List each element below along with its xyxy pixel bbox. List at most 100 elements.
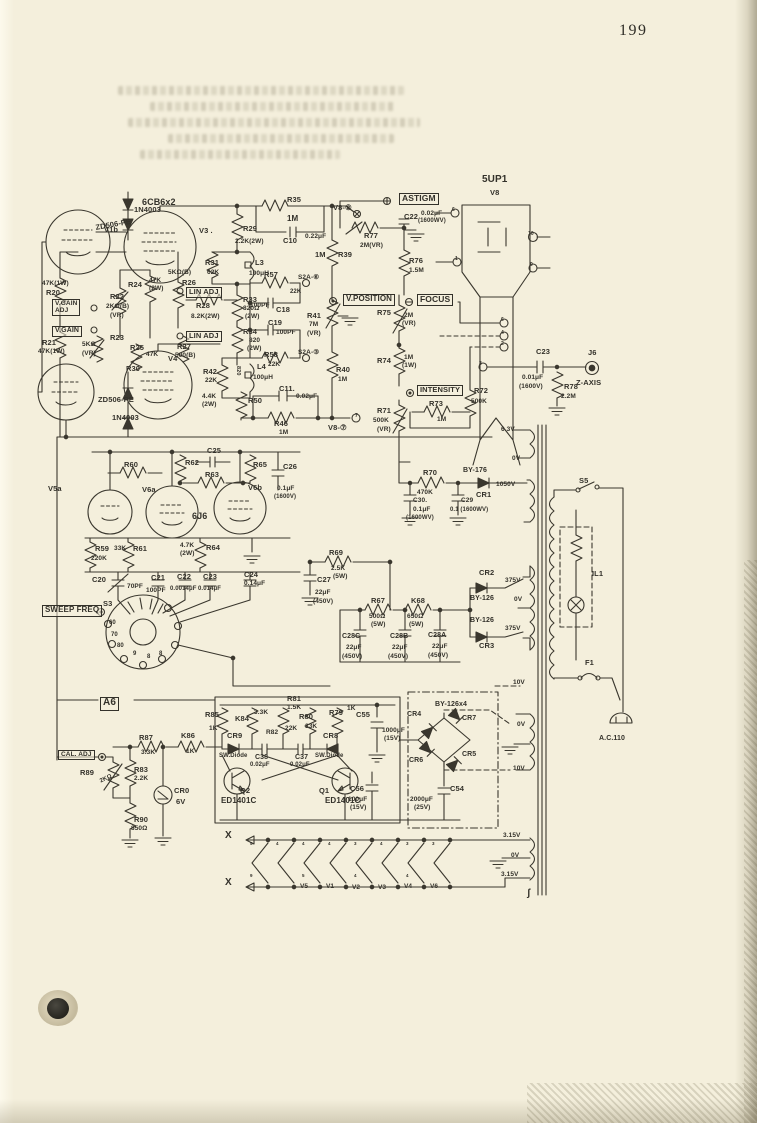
schematic-label: 8 (147, 654, 151, 660)
bleedthrough-text (168, 134, 394, 143)
schematic-label: V1 (326, 883, 335, 890)
schematic-label: C21 (151, 573, 166, 582)
schematic-label: 4 (406, 873, 409, 878)
schematic-label: 5KΩ (82, 341, 96, 348)
schematic-label: 0.02μF (250, 762, 270, 768)
schematic-label: 820 (235, 366, 241, 376)
schematic-label: V6b (248, 483, 263, 492)
schematic-label: 3 (354, 841, 357, 846)
schematic-label: R70 (423, 468, 438, 477)
schematic-label: 1M (315, 250, 326, 259)
schematic-label: BY-126 (470, 617, 494, 624)
schematic-label: 6J6 (192, 511, 208, 521)
schematic-label: C24 (244, 570, 259, 579)
schematic-label: 22μF (346, 644, 362, 651)
schematic-label: R40 (336, 365, 351, 374)
schematic-label: 9 (133, 651, 137, 657)
schematic-label: 2.2M (561, 393, 576, 400)
schematic-label: 47K(1W) (38, 348, 65, 355)
schematic-label: 2000μF (410, 796, 434, 803)
schematic-label: 80 (117, 643, 124, 649)
schematic-label: INTENSITY (417, 385, 464, 397)
schematic-label: CR1 (476, 490, 492, 499)
schematic-label: (450V) (313, 598, 334, 605)
schematic-label: (15V) (384, 735, 401, 742)
schematic-label: C37 (295, 754, 309, 761)
schematic-label: V5a (48, 484, 62, 493)
schematic-label: R67 (371, 596, 386, 605)
schematic-label: Q1 (319, 786, 330, 795)
schematic-label: 8.2K(2W) (191, 313, 220, 320)
schematic-label: 820Ω (243, 305, 260, 312)
schematic-label: 0V (511, 852, 520, 859)
schematic-label: IL1 (592, 569, 604, 578)
schematic-label: (15V) (350, 804, 367, 811)
schematic-label: 0.01μF (522, 374, 544, 381)
schematic-label: 33K (114, 545, 127, 552)
schematic-label: V8-⑧ (333, 203, 352, 212)
schematic-label: C20 (92, 575, 107, 584)
schematic-label: 0.02μF (290, 762, 310, 768)
schematic-label: 2M(VR) (360, 242, 383, 249)
schematic-label: 2 (501, 341, 504, 347)
right-page-edge (735, 0, 757, 1123)
schematic-label: 0.14μF (244, 580, 266, 587)
schematic-label: 22μF (315, 589, 331, 596)
schematic-label: 220K (91, 555, 107, 562)
schematic-label: 4 (380, 841, 383, 846)
schematic-label: 10V (513, 765, 525, 772)
schematic-label: 22K (285, 725, 298, 732)
schematic-label: CR4 (407, 711, 422, 718)
schematic-label: 100PF (276, 329, 296, 336)
schematic-label: A6 (100, 697, 119, 711)
schematic-label: R65 (253, 460, 268, 469)
schematic-label: (1600WV) (406, 515, 434, 521)
schematic-label: SWEEP FREQ (42, 605, 103, 617)
schematic-label: 62K (207, 269, 220, 276)
schematic-label: 1.5K (287, 704, 302, 711)
schematic-label: (2W) (245, 313, 260, 320)
schematic-label: CR8 (323, 731, 339, 740)
schematic-label: X (225, 877, 232, 888)
schematic-label: 0V (512, 455, 521, 462)
schematic-label: 6.3V (501, 426, 515, 433)
schematic-label: CR9 (227, 731, 243, 740)
schematic-label: R90 (134, 815, 149, 824)
schematic-label: S2A-③ (298, 349, 320, 356)
schematic-label: (2W) (247, 345, 262, 352)
schematic-label: 5KΩ(B) (168, 269, 192, 276)
schematic-label: 1K (347, 705, 356, 712)
schematic-label: 1M (338, 376, 348, 383)
schematic-label: C29 (461, 497, 474, 504)
schematic-label: 4.7K (180, 542, 195, 549)
schematic-label: S3 (103, 599, 113, 608)
schematic-label: R46 (274, 419, 289, 428)
schematic-label: 2M (404, 312, 414, 319)
schematic-label: 1050V (496, 481, 516, 488)
schematic-label: C10 (283, 236, 298, 245)
schematic-label: 5 (302, 873, 305, 878)
schematic-label: V8 (490, 188, 500, 197)
schematic-label: 500K (373, 417, 389, 424)
schematic-label: V3 . (199, 226, 213, 235)
schematic-label: R75 (377, 308, 392, 317)
schematic-label: R20 (46, 288, 61, 297)
schematic-label: (2W) (202, 401, 217, 408)
schematic-label: 47K (146, 351, 159, 358)
schematic-label: R62 (185, 458, 200, 467)
schematic-label: 7M (309, 321, 319, 328)
schematic-label: C28C (342, 633, 361, 640)
schematic-label: C56 (350, 784, 365, 793)
schematic-label: R23 (110, 333, 125, 342)
schematic-label: 500Ω (369, 613, 386, 620)
schematic-label: 6 (452, 207, 455, 213)
schematic-label: C18 (276, 305, 291, 314)
schematic-label: R24 (128, 280, 143, 289)
schematic-label: R71 (377, 406, 392, 415)
schematic-label: 70 (111, 632, 118, 638)
schematic-label: 3 (479, 361, 482, 367)
schematic-label: C30. (413, 497, 428, 504)
schematic-label: R74 (377, 356, 392, 365)
schematic-label: 1 (455, 256, 458, 262)
schematic-label: V.GAIN ADJ (52, 299, 81, 317)
